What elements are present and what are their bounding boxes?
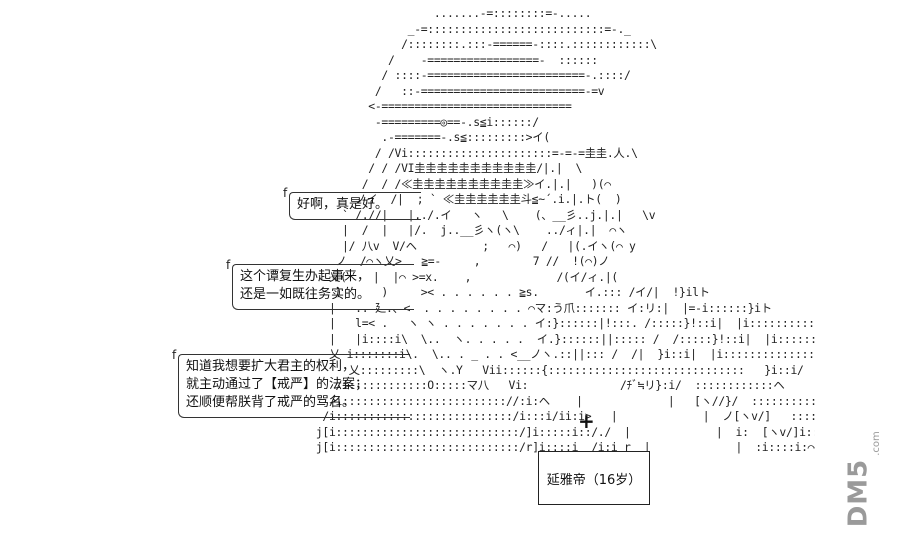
bubble-frame <box>178 354 410 418</box>
speech-bubble-3: f 知道我想要扩大君主的权利， 就主动通过了【戒严】的法案； 还顺便帮朕背了戒严… <box>172 348 414 418</box>
bubble-line: 还顺便帮朕背了戒严的骂名。 <box>186 395 356 410</box>
speech-bubble-2: f 这个谭复生办起事来， 还是一如既往务实的。 <box>226 258 418 310</box>
character-name-box: 延雅帝（16岁） <box>538 451 650 505</box>
bubble-tick-mark: f <box>283 186 288 200</box>
watermark-domain: .com <box>870 431 882 456</box>
bubble-tick-mark: f <box>226 258 231 272</box>
bubble-line: 知道我想要扩大君主的权利， <box>186 359 356 374</box>
ascii-art-character: .......-=::::::::=-..... _-=::::::::::::… <box>315 6 815 454</box>
bubble-line: 好啊，真是好。 <box>297 197 389 212</box>
bubble-line: 这个谭复生办起事来， <box>240 269 371 284</box>
bubble-line: 还是一如既往务实的。 <box>240 287 371 302</box>
character-name-label: 延雅帝（16岁） <box>546 472 642 488</box>
bubble-frame <box>289 192 421 220</box>
cross-mark: + <box>578 409 595 433</box>
watermark-text: DM5 <box>843 458 874 528</box>
bubble-tick-mark: f <box>172 348 177 362</box>
speech-bubble-1: f 好啊，真是好。 <box>283 186 425 220</box>
bubble-frame <box>232 264 414 310</box>
bubble-line: 就主动通过了【戒严】的法案； <box>186 377 369 392</box>
dm5-watermark-logo: .com DM5 <box>843 431 892 540</box>
